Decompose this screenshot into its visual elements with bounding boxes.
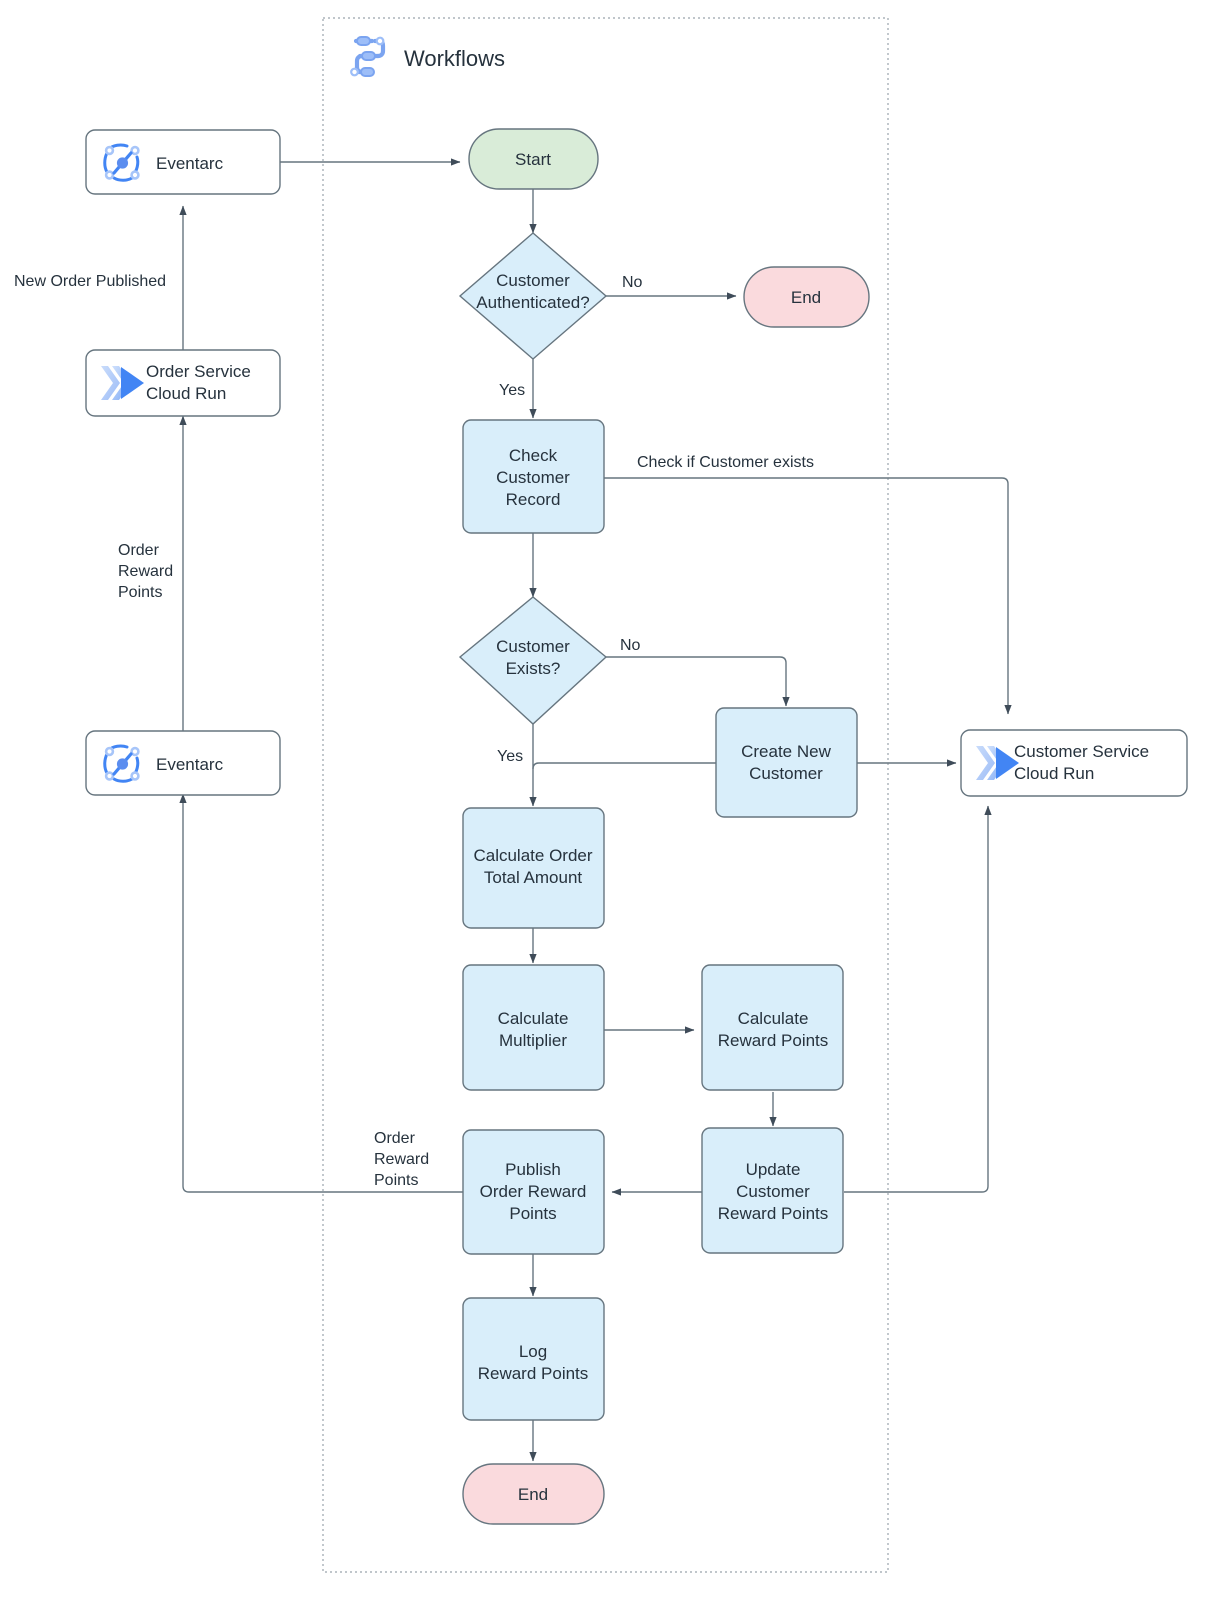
node-end-top-label: End [791, 288, 821, 307]
edge-yes-branch-to-create-customer [532, 762, 716, 770]
node-update-customer-reward-points-label-2: Customer [736, 1182, 810, 1201]
node-customer-service-label-2: Cloud Run [1014, 764, 1094, 783]
workflows-icon [350, 36, 386, 77]
node-check-customer-record-label-1: Check [509, 446, 558, 465]
edge-exists-no-to-create-customer [606, 656, 790, 707]
node-check-customer-record-label-2: Customer [496, 468, 570, 487]
node-create-new-customer[interactable]: Create New Customer [715, 707, 858, 818]
node-order-service-cloud-run[interactable]: Order Service Cloud Run [85, 349, 281, 417]
node-start-label: Start [515, 150, 551, 169]
edge-label-new-order-published: New Order Published [14, 273, 166, 290]
node-end-bottom[interactable]: End [462, 1463, 605, 1525]
edge-update-to-customer-service [844, 805, 992, 1193]
edge-label-order-reward-points-bottom-2: Reward [374, 1151, 429, 1168]
node-publish-order-reward-points-label-1: Publish [505, 1160, 561, 1179]
node-log-reward-points[interactable]: Log Reward Points [462, 1297, 605, 1421]
node-log-reward-points-label-1: Log [519, 1342, 547, 1361]
node-eventarc-top[interactable]: Eventarc [85, 129, 281, 195]
edge-label-check-if-customer-exists: Check if Customer exists [637, 454, 814, 471]
node-calculate-reward-points-label-1: Calculate [738, 1009, 809, 1028]
edge-label-exists-no: No [620, 637, 641, 654]
node-end-bottom-label: End [518, 1485, 548, 1504]
cloud-run-icon [976, 746, 1019, 780]
workflows-group-label: Workflows [404, 46, 505, 71]
node-calculate-order-total-label-2: Total Amount [484, 868, 583, 887]
node-customer-exists-label-2: Exists? [506, 659, 561, 678]
node-check-customer-record[interactable]: Check Customer Record [462, 419, 605, 534]
node-order-service-label-1: Order Service [146, 362, 251, 381]
node-customer-authenticated-label-2: Authenticated? [476, 293, 589, 312]
node-create-new-customer-label-1: Create New [741, 742, 831, 761]
node-calculate-multiplier-label-2: Multiplier [499, 1031, 567, 1050]
node-customer-authenticated-label-1: Customer [496, 271, 570, 290]
cloud-run-icon [101, 366, 144, 400]
node-eventarc-top-label: Eventarc [156, 154, 224, 173]
node-order-service-label-2: Cloud Run [146, 384, 226, 403]
node-create-new-customer-label-2: Customer [749, 764, 823, 783]
node-calculate-reward-points[interactable]: Calculate Reward Points [701, 964, 844, 1091]
edge-label-order-reward-points-left-2: Reward [118, 563, 173, 580]
node-customer-exists[interactable]: Customer Exists? [458, 596, 608, 725]
node-eventarc-bottom-label: Eventarc [156, 755, 224, 774]
node-check-customer-record-label-3: Record [506, 490, 561, 509]
edge-label-exists-yes: Yes [497, 748, 523, 765]
node-publish-order-reward-points-label-2: Order Reward [480, 1182, 587, 1201]
node-customer-service-cloud-run[interactable]: Customer Service Cloud Run [960, 729, 1188, 797]
node-customer-authenticated[interactable]: Customer Authenticated? [458, 232, 608, 360]
node-update-customer-reward-points-label-1: Update [746, 1160, 801, 1179]
node-update-customer-reward-points-label-3: Reward Points [718, 1204, 829, 1223]
edge-label-order-reward-points-bottom-3: Points [374, 1172, 418, 1189]
edge-label-auth-yes: Yes [499, 382, 525, 399]
node-eventarc-bottom[interactable]: Eventarc [85, 730, 281, 796]
edge-label-order-reward-points-left-1: Order [118, 542, 160, 559]
node-calculate-order-total[interactable]: Calculate Order Total Amount [462, 807, 605, 929]
node-calculate-multiplier-label-1: Calculate [498, 1009, 569, 1028]
eventarc-icon [103, 143, 140, 182]
edge-label-auth-no: No [622, 274, 643, 291]
node-customer-service-label-1: Customer Service [1014, 742, 1149, 761]
node-update-customer-reward-points[interactable]: Update Customer Reward Points [701, 1127, 844, 1254]
node-end-top[interactable]: End [743, 266, 870, 328]
node-publish-order-reward-points[interactable]: Publish Order Reward Points [462, 1129, 605, 1255]
edge-publish-to-eventarc-bottom [179, 793, 463, 1193]
node-start[interactable]: Start [468, 128, 599, 190]
node-log-reward-points-label-2: Reward Points [478, 1364, 589, 1383]
eventarc-icon [103, 744, 140, 783]
node-customer-exists-label-1: Customer [496, 637, 570, 656]
node-calculate-multiplier[interactable]: Calculate Multiplier [462, 964, 605, 1091]
edge-check-record-to-customer-service [604, 477, 1012, 715]
node-calculate-order-total-label-1: Calculate Order [473, 846, 592, 865]
edge-label-order-reward-points-bottom-1: Order [374, 1130, 416, 1147]
node-calculate-reward-points-label-2: Reward Points [718, 1031, 829, 1050]
node-publish-order-reward-points-label-3: Points [509, 1204, 556, 1223]
edge-label-order-reward-points-left-3: Points [118, 584, 162, 601]
workflows-group-boundary [322, 17, 889, 1573]
